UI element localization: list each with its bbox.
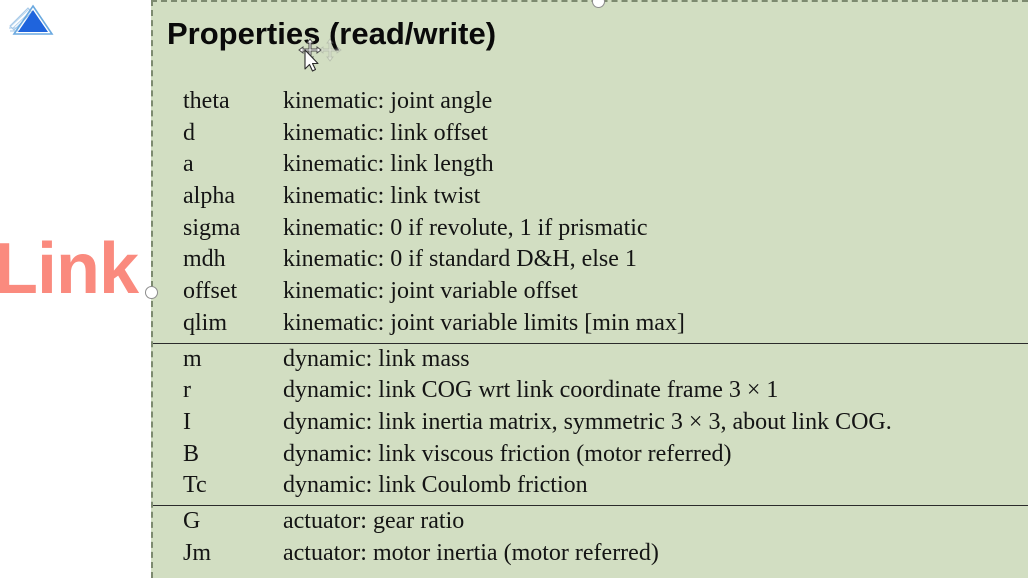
property-name: r — [183, 377, 191, 404]
property-description: actuator: gear ratio — [283, 507, 465, 534]
property-description: dynamic: link mass — [283, 345, 470, 372]
property-name: qlim — [183, 309, 228, 336]
properties-panel[interactable]: Properties (read/write) theta kinematic:… — [151, 0, 1028, 578]
property-name: m — [183, 345, 202, 372]
property-group-kinematic: theta kinematic: joint angle d kinematic… — [153, 86, 1028, 340]
property-description: dynamic: link inertia matrix, symmetric … — [283, 408, 892, 435]
property-group-dynamic: m dynamic: link mass r dynamic: link COG… — [153, 342, 1028, 502]
property-name: offset — [183, 278, 238, 305]
link-title-text: Link — [0, 229, 139, 309]
property-description: kinematic: link twist — [283, 183, 481, 210]
property-group-actuator: G actuator: gear ratio Jm actuator: moto… — [153, 504, 1028, 570]
property-description: kinematic: link offset — [283, 119, 488, 146]
property-name: a — [183, 151, 194, 178]
table-row[interactable]: m dynamic: link mass — [153, 344, 1028, 376]
property-name: G — [183, 507, 201, 534]
table-row[interactable]: d kinematic: link offset — [153, 118, 1028, 150]
property-name: B — [183, 440, 200, 467]
selection-handle-left[interactable] — [145, 286, 158, 299]
property-name: alpha — [183, 183, 235, 210]
page-title: Properties (read/write) — [167, 16, 497, 51]
blue-triangle-logo-icon — [6, 2, 58, 42]
property-description: dynamic: link viscous friction (motor re… — [283, 440, 732, 467]
property-description: dynamic: link COG wrt link coordinate fr… — [283, 377, 779, 404]
table-row[interactable]: offset kinematic: joint variable offset — [153, 276, 1028, 308]
property-name: I — [183, 408, 191, 435]
table-row[interactable]: theta kinematic: joint angle — [153, 86, 1028, 118]
table-row[interactable]: Tc dynamic: link Coulomb friction — [153, 470, 1028, 502]
table-row[interactable]: I dynamic: link inertia matrix, symmetri… — [153, 407, 1028, 439]
property-description: kinematic: joint angle — [283, 88, 493, 114]
selection-handle-top[interactable] — [592, 0, 605, 8]
table-row[interactable]: qlim kinematic: joint variable limits [m… — [153, 308, 1028, 340]
property-name: Tc — [183, 472, 207, 499]
table-row[interactable]: a kinematic: link length — [153, 149, 1028, 181]
property-name: sigma — [183, 214, 241, 241]
property-description: kinematic: link length — [283, 151, 494, 178]
property-name: theta — [183, 88, 230, 114]
property-description: dynamic: link Coulomb friction — [283, 472, 588, 499]
property-description: actuator: motor inertia (motor referred) — [283, 539, 659, 566]
table-row[interactable]: Jm actuator: motor inertia (motor referr… — [153, 538, 1028, 570]
table-row[interactable]: B dynamic: link viscous friction (motor … — [153, 439, 1028, 471]
properties-table: theta kinematic: joint angle d kinematic… — [153, 86, 1028, 569]
table-row[interactable]: r dynamic: link COG wrt link coordinate … — [153, 375, 1028, 407]
property-name: mdh — [183, 246, 226, 273]
table-row[interactable]: sigma kinematic: 0 if revolute, 1 if pri… — [153, 213, 1028, 245]
property-description: kinematic: 0 if standard D&H, else 1 — [283, 246, 637, 273]
property-name: Jm — [183, 539, 212, 566]
property-description: kinematic: joint variable offset — [283, 278, 578, 305]
table-row[interactable]: alpha kinematic: link twist — [153, 181, 1028, 213]
property-description: kinematic: joint variable limits [min ma… — [283, 309, 685, 336]
table-row[interactable]: G actuator: gear ratio — [153, 506, 1028, 538]
table-row[interactable]: mdh kinematic: 0 if standard D&H, else 1 — [153, 244, 1028, 276]
property-name: d — [183, 119, 195, 146]
property-description: kinematic: 0 if revolute, 1 if prismatic — [283, 214, 648, 241]
